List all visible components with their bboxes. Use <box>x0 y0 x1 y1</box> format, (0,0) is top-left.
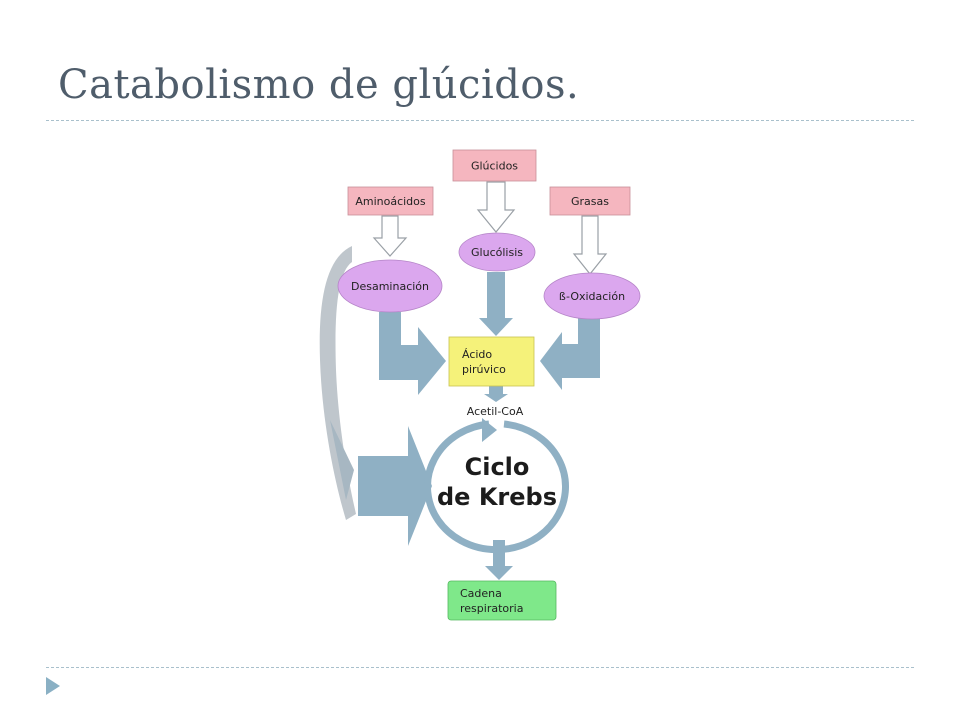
arrow-piruvico-to-acetil <box>484 386 508 402</box>
arrow-aminoacidos-to-desaminacion <box>372 215 408 257</box>
cadena-label-line1: Cadena <box>460 587 502 600</box>
catabolism-diagram: Glúcidos Aminoácidos Grasas Glucólisis D… <box>319 149 641 621</box>
arrow-glucolisis-to-piruvico <box>479 272 513 336</box>
beta-oxidacion-label: ß-Oxidación <box>559 290 625 303</box>
grasas-box <box>549 186 631 216</box>
curved-arrow-left <box>319 246 356 520</box>
slide-bullet-icon <box>46 677 60 695</box>
desaminacion-label: Desaminación <box>351 280 429 293</box>
krebs-ring-arrowhead <box>482 418 497 442</box>
glucidos-box <box>452 149 537 182</box>
acido-piruvico-label-line2: pirúvico <box>462 363 506 376</box>
slide-title: Catabolismo de glúcidos. <box>58 62 580 108</box>
grasas-label: Grasas <box>571 195 609 208</box>
glucidos-label: Glúcidos <box>471 160 518 173</box>
beta-oxidacion-ellipse <box>543 272 641 320</box>
cadena-label-line2: respiratoria <box>460 602 523 615</box>
acido-piruvico-box <box>448 336 535 387</box>
acido-piruvico-label-line1: Ácido <box>462 348 492 361</box>
arrow-krebs-to-cadena <box>485 540 513 580</box>
arrow-desaminacion-to-piruvico <box>379 312 446 395</box>
cadena-respiratoria-box <box>447 580 557 621</box>
aminoacidos-label: Aminoácidos <box>355 195 426 208</box>
glucolisis-ellipse <box>458 232 536 272</box>
curved-arrow-tail <box>330 420 354 500</box>
arrow-into-krebs <box>358 426 432 546</box>
title-divider <box>46 120 914 121</box>
aminoacidos-box <box>347 186 434 216</box>
glucolisis-label: Glucólisis <box>471 246 523 259</box>
desaminacion-ellipse <box>337 259 443 313</box>
arrow-glucidos-to-glucolisis <box>476 181 516 233</box>
arrow-grasas-to-beta-oxidacion <box>572 215 608 275</box>
arrow-beta-oxidacion-to-piruvico <box>540 316 600 390</box>
footer-divider <box>46 667 914 668</box>
acetil-coa-label: Acetil-CoA <box>467 405 524 418</box>
krebs-label-line2: de Krebs <box>437 483 557 511</box>
krebs-label-line1: Ciclo <box>465 453 530 481</box>
